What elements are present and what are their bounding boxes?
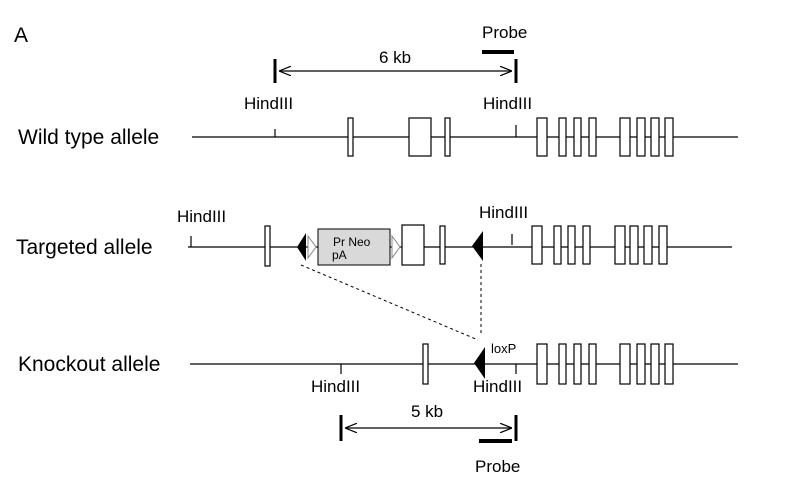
tg-hindiii-right: HindIII [479,203,528,222]
recombination-dash-left [300,264,479,341]
wild-type-allele-group: Probe 6 kb HindIII HindIII Wild type all… [18,23,738,157]
wt-exon-3 [444,117,451,157]
wt-exon-2 [408,117,432,157]
tg-frt-right [391,234,401,260]
wt-hindiii-right: HindIII [483,94,532,113]
tg-exon-8 [614,225,626,265]
tg-exon-10 [643,225,653,265]
tg-hindiii-left: HindIII [177,207,226,226]
ko-exon-10 [650,343,660,385]
tg-neo-cassette [317,228,391,266]
wt-exon-4 [536,117,548,157]
ko-loxp [474,347,485,379]
ko-exon-8 [619,343,631,385]
tg-exon-2 [401,224,425,266]
ko-allele-label: Knockout allele [18,353,160,376]
tg-cassette-line2: pA [332,248,347,262]
wt-probe-label: Probe [482,23,527,42]
tg-exon-1 [264,225,271,267]
tg-exon-9 [629,225,639,265]
wt-exon-8 [619,117,631,157]
ko-exon-11 [664,343,674,385]
tg-frt-left [307,234,317,260]
ko-exon-1 [422,343,429,385]
tg-loxp-left [297,233,306,261]
ko-exon-4 [536,343,548,385]
tg-exon-6 [567,225,576,265]
ko-exon-6 [573,343,582,385]
ko-hindiii-right: HindIII [473,377,522,396]
tg-exon-11 [658,225,668,265]
ko-hindiii-left: HindIII [311,377,360,396]
tg-allele-label: Targeted allele [16,236,153,259]
wt-exon-6 [573,117,582,157]
tg-loxp-right [472,231,483,261]
wt-hindiii-left: HindIII [244,94,293,113]
wt-exon-7 [588,117,597,157]
tg-exon-5 [553,225,562,265]
wt-exon-9 [636,117,646,157]
targeted-allele-group: HindIII HindIII Targeted allele Pr Neo p… [16,203,732,267]
wt-exon-5 [558,117,567,157]
wt-exon-10 [650,117,660,157]
tg-exon-3 [439,225,446,265]
wt-allele-label: Wild type allele [18,126,159,149]
ko-fragment-size: 5 kb [411,402,443,421]
ko-loxp-label: loxP [491,341,516,356]
wt-exon-11 [664,117,674,157]
ko-exon-9 [636,343,646,385]
tg-exon-7 [582,225,591,265]
ko-exon-5 [558,343,567,385]
wt-fragment-size: 6 kb [379,48,411,67]
tg-cassette-line1: Pr Neo [333,235,371,249]
ko-exon-7 [588,343,597,385]
wt-exon-1 [347,117,354,157]
panel-label: A [14,24,28,47]
knockout-allele-group: loxP Knockout allele HindIII HindIII 5 k… [18,341,738,476]
ko-probe-label: Probe [475,457,520,476]
tg-exon-4 [531,225,543,265]
